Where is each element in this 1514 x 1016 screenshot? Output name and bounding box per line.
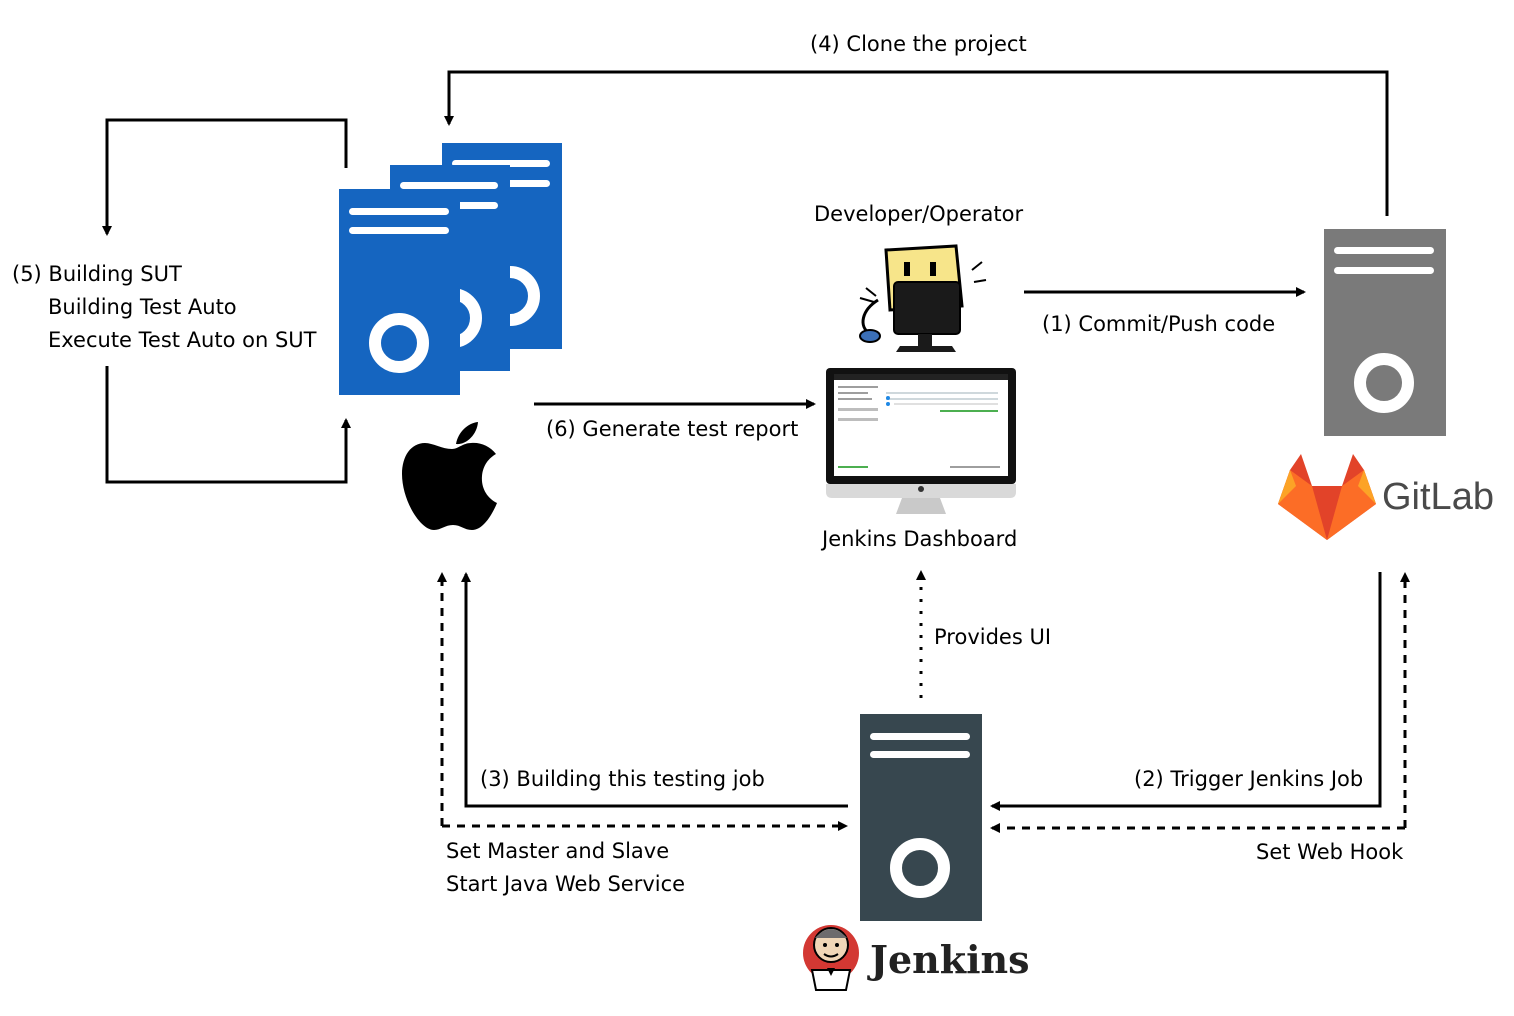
generate-report-label: (6) Generate test report [546,417,799,441]
building-job-label: (3) Building this testing job [480,767,765,791]
execute-test-auto-label: Execute Test Auto on SUT [48,328,317,352]
building-job-arrow [461,572,848,808]
trigger-job-label: (2) Trigger Jenkins Job [1134,767,1364,791]
commit-push-label: (1) Commit/Push code [1042,312,1276,336]
build-loop-up-arrow [105,366,351,484]
trigger-arrow [990,572,1382,811]
start-java-service-label: Start Java Web Service [446,872,686,896]
apple-logo-icon [402,422,497,530]
set-master-slave-label: Set Master and Slave [446,839,670,863]
jenkins-server [860,714,982,921]
build-loop-down-arrow [102,118,348,236]
building-sut-label: (5) Building SUT [12,262,182,286]
gitlab-wordmark: GitLab [1382,476,1494,518]
developer-operator-icon [859,244,987,352]
jenkins-dashboard-monitor-icon [826,368,1016,514]
jenkins-butler-icon [803,925,859,991]
gitlab-fox-icon [1278,454,1376,540]
building-test-auto-label: Building Test Auto [48,295,237,319]
gitlab-server [1324,229,1446,436]
clone-arrow [444,70,1389,216]
jenkins-wordmark: Jenkins [870,937,1030,982]
clone-project-label: (4) Clone the project [810,32,1027,56]
slave-server-front [339,189,460,395]
set-web-hook-label: Set Web Hook [1256,840,1404,864]
jenkins-dashboard-label: Jenkins Dashboard [822,527,1018,551]
provides-ui-label: Provides UI [934,625,1052,649]
developer-operator-label: Developer/Operator [814,202,1024,226]
